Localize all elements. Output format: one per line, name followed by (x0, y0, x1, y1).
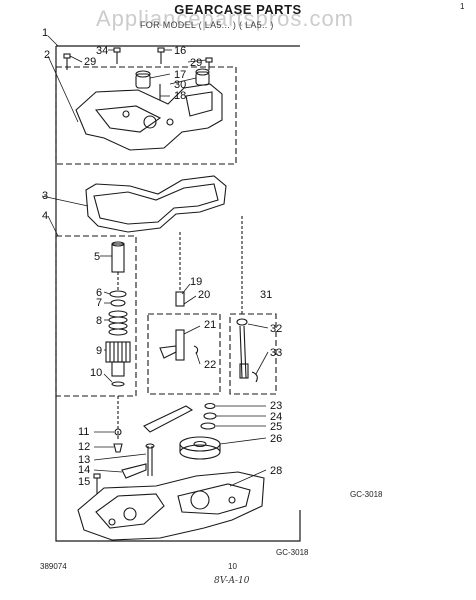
callout-7: 7 (96, 297, 102, 309)
plug-12 (113, 443, 123, 453)
shift-lever-21 (159, 329, 185, 361)
washer-25 (200, 422, 216, 430)
callout-9: 9 (96, 345, 102, 357)
callout-23: 23 (270, 400, 282, 412)
clip-33 (251, 371, 258, 383)
callout-31: 31 (260, 289, 272, 301)
callout-22: 22 (204, 359, 216, 371)
cap-part-17 (135, 70, 151, 89)
shaft-5 (111, 243, 125, 273)
callout-30: 30 (174, 79, 186, 91)
callout-4: 4 (42, 210, 48, 222)
screw-29b (205, 57, 213, 70)
shaft-13 (145, 443, 155, 476)
callout-5: 5 (94, 251, 100, 263)
shaft-32 (236, 318, 249, 379)
screw-34 (113, 47, 121, 64)
callout-16: 16 (174, 45, 186, 57)
callout-8: 8 (96, 315, 102, 327)
callout-20: 20 (198, 289, 210, 301)
callout-14: 14 (78, 464, 90, 476)
callout-28: 28 (270, 465, 282, 477)
callout-3: 3 (42, 190, 48, 202)
callout-17: 17 (174, 69, 186, 81)
pinion-assembly-box (55, 235, 137, 397)
callout-12: 12 (78, 441, 90, 453)
callout-29b: 29 (190, 57, 202, 69)
callout-26: 26 (270, 433, 282, 445)
model-subtitle: FOR MODEL ( LA5... ) ( LA5.. ) (140, 20, 274, 30)
washer-10 (111, 381, 125, 387)
callout-33: 33 (270, 347, 282, 359)
drawing-code-outside: GC-3018 (350, 490, 383, 499)
gear-26 (179, 436, 221, 460)
shift-assembly-box (147, 313, 221, 395)
callout-25: 25 (270, 421, 282, 433)
callout-24: 24 (270, 411, 282, 423)
callout-34: 34 (96, 45, 108, 57)
washer-24 (203, 412, 217, 420)
washer-6 (109, 290, 127, 298)
gearcase-base-28 (77, 471, 265, 541)
callout-6: 6 (96, 287, 102, 299)
screw-29 (63, 53, 71, 70)
screw-15 (93, 473, 101, 494)
cap-part-30 (195, 68, 210, 86)
clip-22 (193, 345, 199, 355)
fork-14 (121, 463, 147, 479)
shift-arm (143, 405, 194, 433)
callout-11: 11 (78, 426, 89, 438)
diagram-title: GEARCASE PARTS (174, 2, 302, 17)
callout-18: 18 (174, 90, 186, 102)
ball-11 (114, 428, 122, 436)
page-number: 10 (228, 562, 237, 571)
outer-frame (55, 46, 301, 542)
watermark-text: Appliancepartspros.com (96, 6, 355, 31)
callout-32: 32 (270, 323, 282, 335)
pinion-gear-9 (105, 341, 131, 377)
washer-23 (204, 402, 216, 410)
spring-8 (108, 310, 128, 336)
callout-1: 1 (42, 27, 48, 39)
spring-19 (175, 291, 185, 307)
callout-21: 21 (204, 319, 216, 331)
catalog-number: 389074 (40, 562, 67, 571)
callout-19: 19 (190, 276, 202, 288)
callout-13: 13 (78, 454, 90, 466)
corner-mark: 1 (460, 2, 465, 11)
drawing-code-box: GC-3018 (276, 548, 309, 557)
gearcase-cover (75, 83, 223, 151)
callout-29: 29 (84, 56, 96, 68)
gasket (85, 175, 227, 233)
handwritten-note: 8V-A-10 (214, 576, 250, 586)
washer-7 (110, 299, 126, 307)
callout-2: 2 (44, 49, 50, 61)
callout-10: 10 (90, 367, 102, 379)
callout-15: 15 (78, 476, 90, 488)
cover-assembly-box (55, 66, 237, 165)
screw-16 (157, 47, 165, 64)
shaft-assembly-box (229, 313, 277, 395)
